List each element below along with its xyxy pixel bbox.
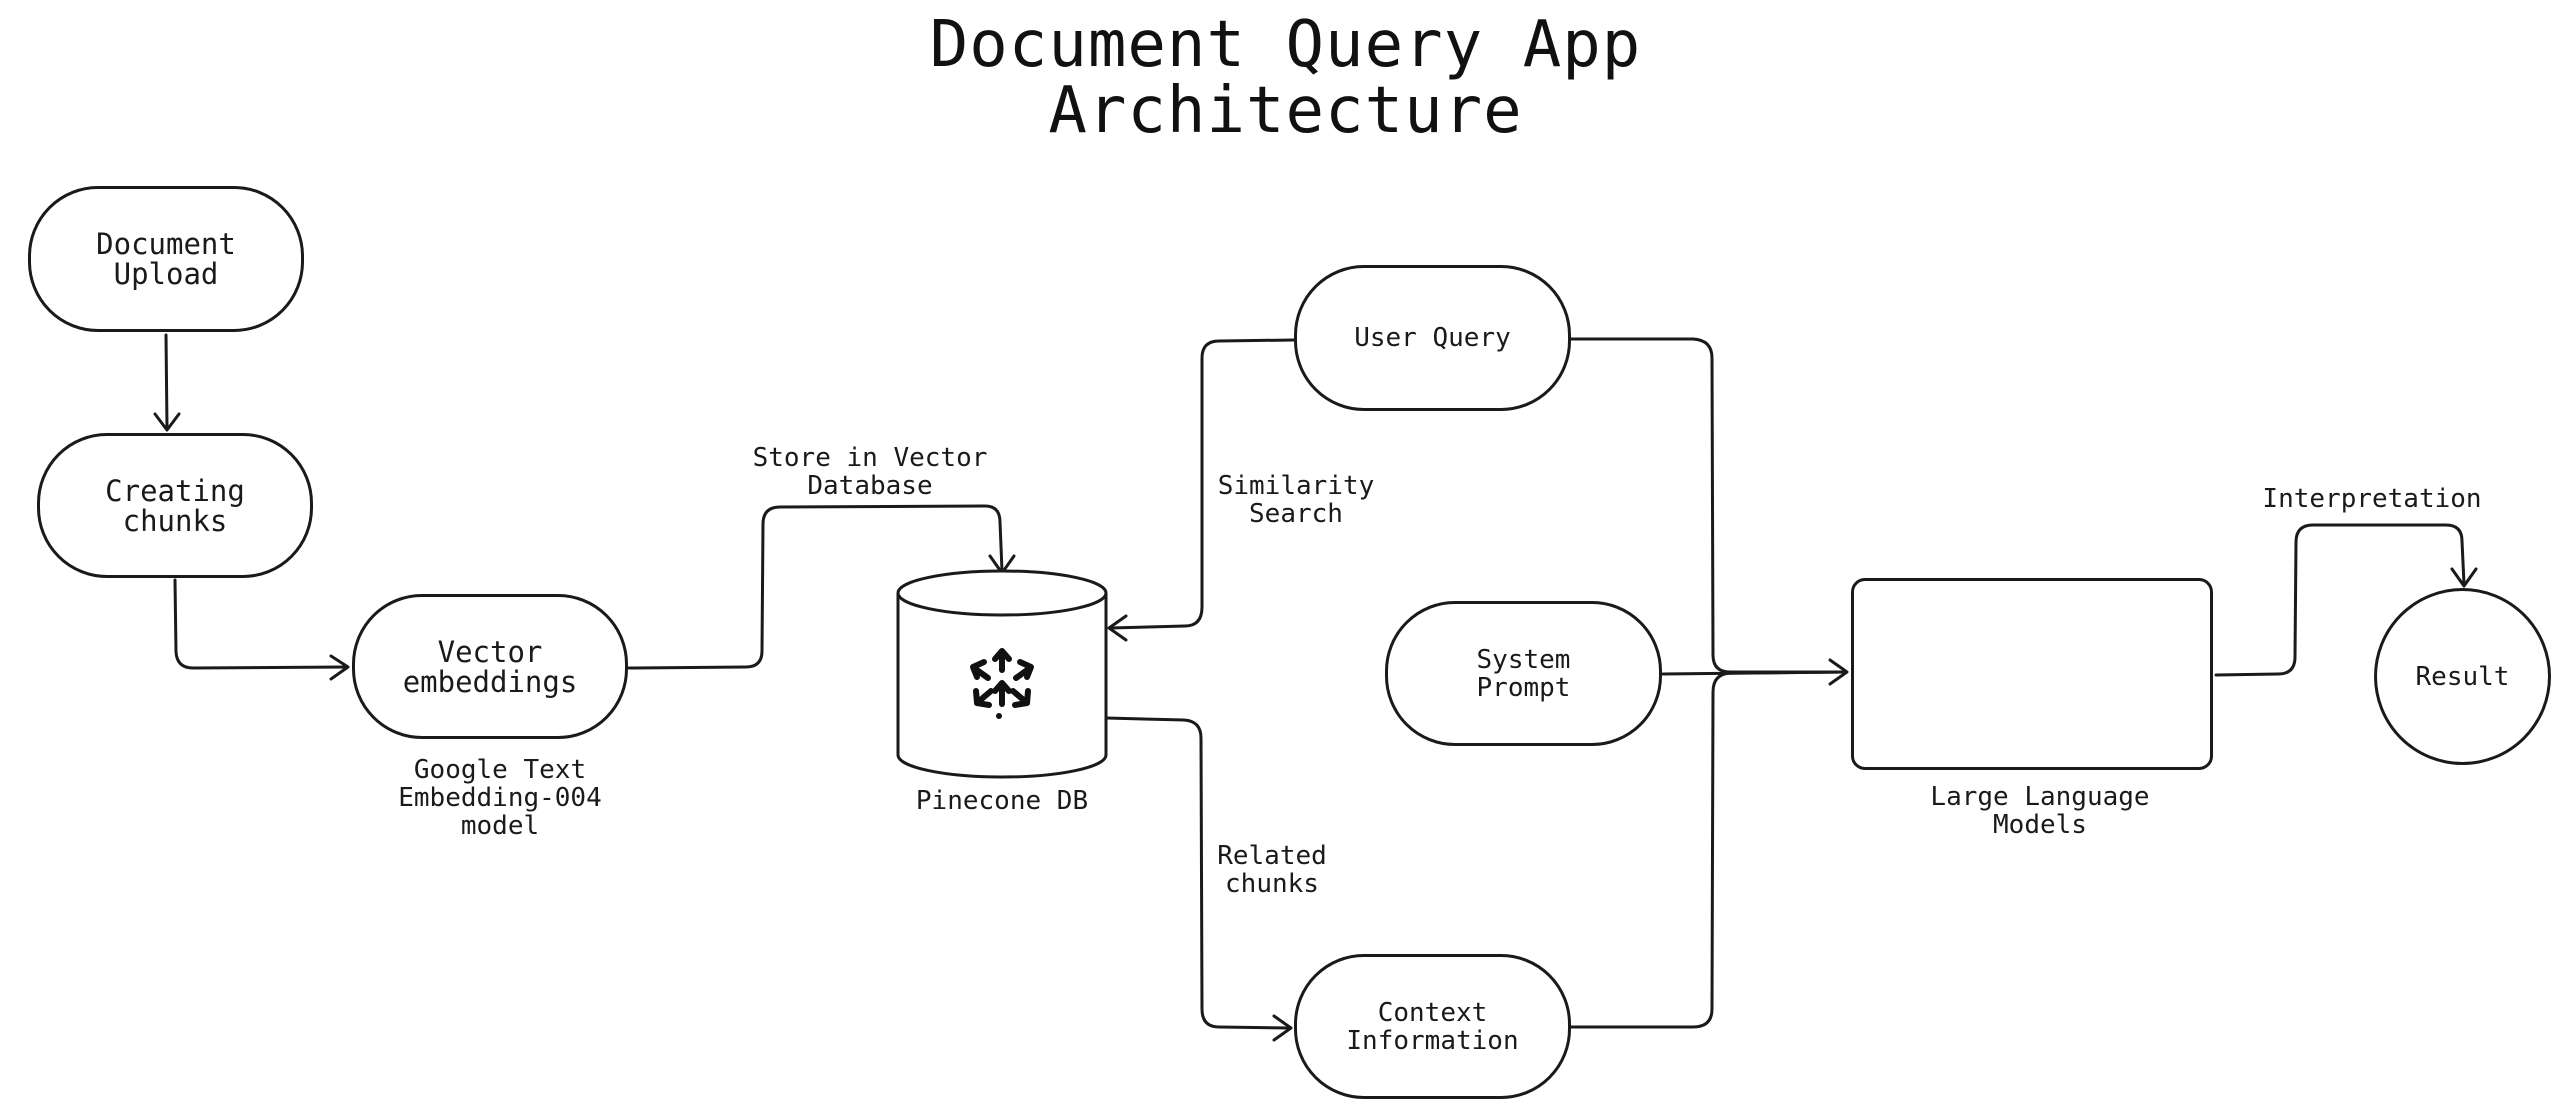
edge-pinecone-to-context (1104, 716, 1291, 1030)
edge-query-to-pinecone (1108, 338, 1296, 630)
arrowhead-embeddings (329, 654, 350, 681)
arrowhead-pinecone-side (1107, 614, 1128, 642)
embedding-model-caption: Google Text Embedding-004 model (398, 755, 602, 841)
similarity-search-label: Similarity Search (1217, 471, 1375, 529)
edge-llm-to-result (2214, 523, 2466, 677)
pinecone-db-caption: Pinecone DB (915, 786, 1089, 816)
llm-caption: Large Language Models (1930, 782, 2150, 840)
llm-node[interactable] (1851, 578, 2213, 770)
arrowhead-llm (1828, 658, 1849, 686)
system-prompt-node[interactable]: System Prompt (1385, 601, 1662, 746)
edge-query-to-llm (1569, 337, 1847, 674)
pinecone-logo-icon (970, 648, 1034, 719)
pinecone-db-cylinder[interactable] (896, 569, 1108, 779)
edge-upload-to-chunks (164, 333, 169, 430)
edge-context-to-llm (1569, 670, 1847, 1029)
vector-embeddings-node[interactable]: Vector embeddings (352, 594, 628, 739)
result-node[interactable]: Result (2374, 588, 2551, 765)
related-chunks-label: Related chunks (1217, 841, 1327, 899)
store-in-vector-db-label: Store in Vector Database (752, 443, 988, 501)
edge-embeddings-to-pinecone (627, 504, 1004, 670)
diagram-title-line-1: Document Query App (929, 8, 1642, 82)
arrowhead-chunks (153, 412, 181, 432)
user-query-node[interactable]: User Query (1294, 265, 1571, 411)
arrowhead-context (1272, 1014, 1293, 1042)
context-information-node[interactable]: Context Information (1294, 954, 1571, 1099)
edge-chunks-to-embeddings (173, 578, 348, 670)
diagram-title-line-2: Architecture (1048, 74, 1523, 148)
creating-chunks-node[interactable]: Creating chunks (37, 433, 313, 578)
document-upload-node[interactable]: Document Upload (28, 186, 304, 332)
interpretation-label: Interpretation (2262, 484, 2482, 514)
arrowhead-result (2450, 567, 2478, 588)
